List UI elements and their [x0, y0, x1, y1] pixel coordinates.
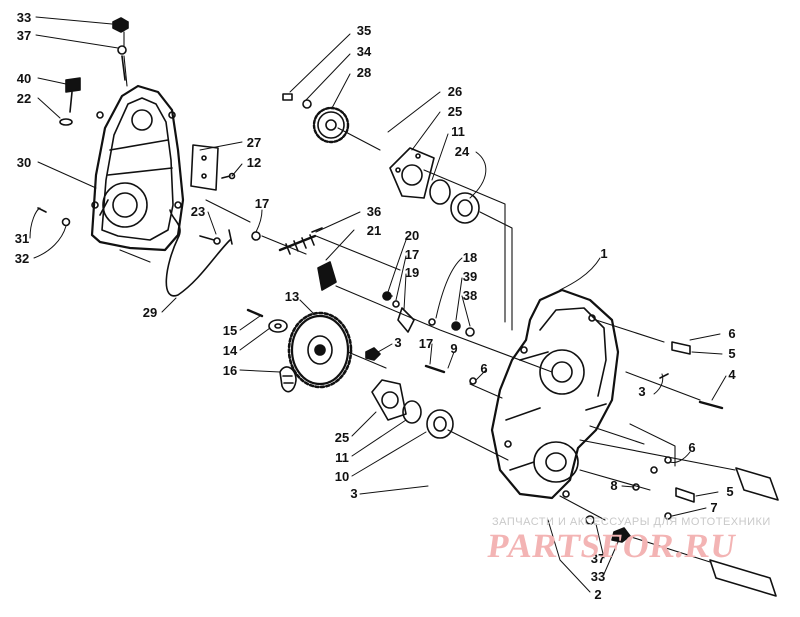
callout: 11: [335, 450, 349, 465]
small-hardware-middle: [382, 291, 475, 337]
callout: 17: [405, 247, 419, 262]
cable: [165, 209, 233, 297]
callout: 18: [463, 250, 477, 265]
callout: 14: [223, 343, 238, 358]
callout: 36: [367, 204, 381, 219]
callout: 32: [15, 251, 29, 266]
callout: 16: [223, 363, 237, 378]
callout: 40: [17, 71, 31, 86]
callout: 17: [419, 336, 433, 351]
callout: 11: [451, 124, 465, 139]
callout: 6: [480, 361, 487, 376]
callout: 3: [638, 384, 645, 399]
callout: 37: [591, 551, 605, 566]
callout: 10: [335, 469, 349, 484]
callout: 3: [394, 335, 401, 350]
callout: 33: [591, 569, 605, 584]
callout: 12: [247, 155, 261, 170]
callout: 2: [594, 587, 601, 602]
callout: 8: [610, 478, 617, 493]
lower-bearing-plate: [371, 379, 454, 439]
tensioner-assembly: [251, 227, 323, 255]
callout: 5: [726, 484, 733, 499]
callout: 13: [285, 289, 299, 304]
lower-sprocket: [287, 311, 353, 389]
inspection-plate: [190, 144, 219, 191]
callout: 21: [367, 223, 381, 238]
callout: 35: [357, 23, 371, 38]
callout: 25: [335, 430, 349, 445]
callout: 9: [450, 341, 457, 356]
callout: 24: [455, 144, 470, 159]
watermark-logo: PARTSFOR.RU: [485, 528, 739, 565]
callout: 38: [463, 288, 477, 303]
callout: 23: [191, 204, 205, 219]
sprocket-bolt-washer: [246, 308, 288, 333]
upper-bearing: [429, 179, 480, 224]
callout: 1: [600, 246, 607, 261]
lower-nut: [585, 515, 631, 543]
callout: 7: [710, 500, 717, 515]
callout: 19: [405, 265, 419, 280]
callout: 15: [223, 323, 237, 338]
leader-lines: [29, 16, 727, 593]
callout: 5: [728, 346, 735, 361]
callout: 28: [357, 65, 371, 80]
callout: 6: [728, 326, 735, 341]
upper-sprocket: [282, 93, 350, 144]
right-bolts: [632, 341, 724, 520]
callout: 20: [405, 228, 419, 243]
callout: 34: [357, 44, 372, 59]
callout: 22: [17, 91, 31, 106]
callout: 30: [17, 155, 31, 170]
callout: 31: [15, 231, 29, 246]
cap-nut-top: [112, 17, 129, 81]
watermark-tagline: ЗАПЧАСТИ И АКСЕССУАРЫ ДЛЯ МОТОТЕХНИКИ: [492, 516, 771, 528]
callout: 37: [17, 28, 31, 43]
callout: 29: [143, 305, 157, 320]
chaincase-housing: [490, 288, 620, 500]
callout: 4: [728, 367, 736, 382]
tensioner-block: [317, 261, 337, 291]
upper-bearing-plate: [389, 147, 435, 199]
callout: 25: [448, 104, 462, 119]
drive-shaft: [709, 467, 779, 597]
dipstick-plug: [59, 77, 81, 126]
callout: 26: [448, 84, 462, 99]
callout: 27: [247, 135, 261, 150]
drive-chain: [279, 366, 297, 393]
assembly-lines: [119, 31, 736, 563]
callout: 3: [350, 486, 357, 501]
chaincase-cover: [90, 84, 185, 252]
callout: 33: [17, 10, 31, 25]
callout: 6: [688, 440, 695, 455]
middle-nut-bolt: [365, 347, 477, 385]
callout: 17: [255, 196, 269, 211]
callout: 39: [463, 269, 477, 284]
